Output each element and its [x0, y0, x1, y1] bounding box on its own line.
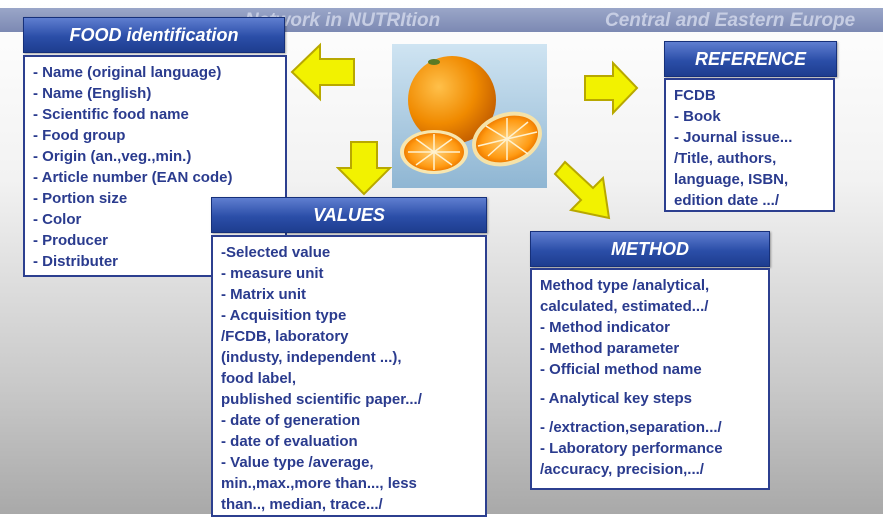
reference-item: - Journal issue...	[674, 129, 793, 146]
values-item: -Selected value	[221, 244, 331, 261]
method-item: - Analytical key steps	[540, 390, 693, 407]
reference-item: /Title, authors,	[674, 150, 777, 167]
reference-box: FCDB - Book - Journal issue... /Title, aut…	[664, 78, 835, 212]
food-field-item: - Distributer	[33, 253, 119, 270]
food-field-item: - Name (original language)	[33, 64, 222, 81]
food-field-item: - Name (English)	[33, 85, 152, 102]
values-item: (industy, independent ...),	[221, 349, 402, 366]
food-field-item: - Article number (EAN code)	[33, 169, 233, 186]
values-item: min.,max.,more than..., less	[221, 475, 417, 492]
values-item: - date of evaluation	[221, 433, 358, 450]
method-box: Method type /analytical, calculated, esti…	[530, 268, 770, 490]
arrow-left-icon	[290, 42, 355, 102]
food-field-item: - Scientific food name	[33, 106, 189, 123]
banner-right-text: Central and Eastern Europe	[605, 10, 856, 31]
food-identification-header: FOOD identification	[23, 17, 285, 53]
values-item: - date of generation	[221, 412, 361, 429]
values-item: /FCDB, laboratory	[221, 328, 349, 345]
method-item: Method type /analytical,	[540, 277, 710, 294]
reference-item: language, ISBN,	[674, 171, 789, 188]
method-item: - /extraction,separation.../	[540, 419, 722, 436]
values-item: food label,	[221, 370, 296, 387]
method-item: - Official method name	[540, 361, 702, 378]
reference-item: FCDB	[674, 87, 716, 104]
food-field-item: - Producer	[33, 232, 109, 249]
values-item: - Value type /average,	[221, 454, 374, 471]
values-item: - Matrix unit	[221, 286, 306, 303]
method-item: calculated, estimated.../	[540, 298, 709, 315]
values-item: than.., median, trace.../	[221, 496, 383, 513]
method-item: - Laboratory performance	[540, 440, 723, 457]
food-field-item: - Food group	[33, 127, 126, 144]
reference-item: edition date .../	[674, 192, 780, 209]
arrow-down-icon	[336, 141, 392, 196]
orange-fruit-image	[392, 44, 547, 188]
arrow-right-icon	[584, 60, 639, 116]
arrow-down-right-icon	[553, 160, 611, 220]
food-field-item: - Portion size	[33, 190, 128, 207]
values-item: - measure unit	[221, 265, 324, 282]
values-item: - Acquisition type	[221, 307, 347, 324]
method-item: /accuracy, precision,.../	[540, 461, 704, 478]
method-header: METHOD	[530, 231, 770, 267]
values-box: -Selected value - measure unit - Matrix un…	[211, 235, 487, 517]
food-field-item: - Origin (an.,veg.,min.)	[33, 148, 192, 165]
banner-left-text: Network in NUTRItion	[245, 10, 441, 31]
method-item: - Method indicator	[540, 319, 670, 336]
values-item: published scientific paper.../	[221, 391, 422, 408]
food-field-item: - Color	[33, 211, 82, 228]
reference-item: - Book	[674, 108, 721, 125]
food-identification-box: - Name (original language) - Name (Englis…	[23, 55, 287, 277]
reference-header: REFERENCE	[664, 41, 837, 77]
values-header: VALUES	[211, 197, 487, 233]
method-item: - Method parameter	[540, 340, 680, 357]
